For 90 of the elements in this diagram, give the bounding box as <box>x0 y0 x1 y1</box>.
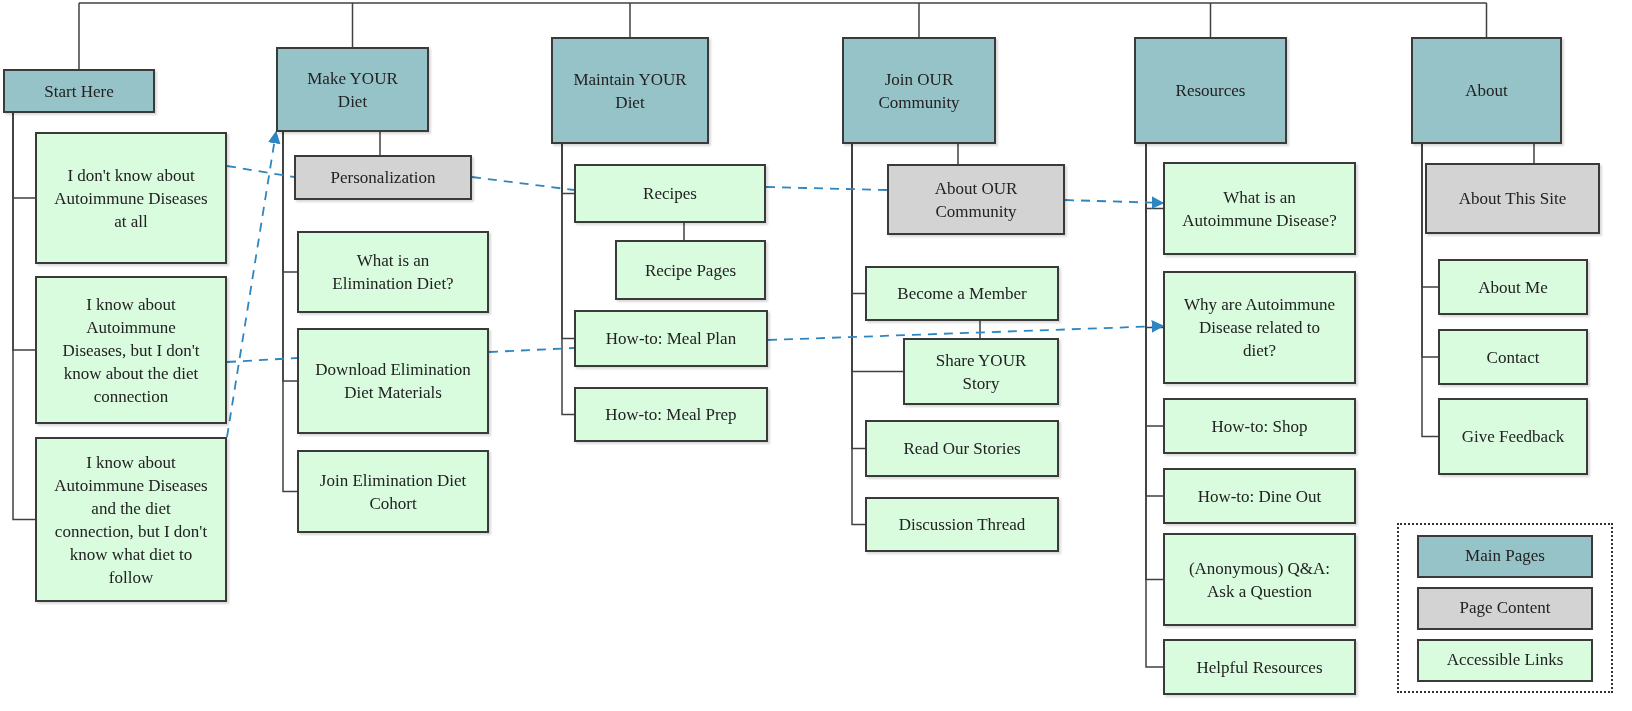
node-label: Discussion Thread <box>898 514 1026 536</box>
node-label: Recipes <box>643 183 697 205</box>
node-label: Personalization <box>330 167 436 189</box>
dashed-line <box>488 347 575 353</box>
node-label: Share YOUR Story <box>934 349 1028 395</box>
node-label: Why are Autoimmune Disease related to diet? <box>1182 294 1337 362</box>
connector-line <box>379 131 381 156</box>
legend-swatch: Page Content <box>1417 586 1593 630</box>
page-content-box <box>887 164 1065 235</box>
legend-swatch: Accessible Links <box>1417 638 1593 682</box>
link-box <box>1163 398 1356 454</box>
connector-line <box>351 2 354 48</box>
connector-line <box>12 112 36 521</box>
node-label: How-to: Dine Out <box>1197 485 1322 508</box>
node-label: Join OUR Community <box>877 68 961 114</box>
main-page-box <box>551 37 709 144</box>
node-label: Contact <box>1486 346 1540 369</box>
link-box <box>574 310 768 367</box>
node-label: What is an Elimination Diet? <box>331 250 455 295</box>
link-box <box>297 231 489 313</box>
link-box <box>1163 271 1356 384</box>
node-label: How-to: Shop <box>1211 415 1308 438</box>
node-label: About OUR Community <box>933 177 1019 223</box>
link-box <box>35 276 227 424</box>
main-page-box <box>276 47 429 132</box>
link-box <box>297 450 489 533</box>
dashed-arrow <box>226 130 281 438</box>
link-box <box>35 437 227 602</box>
dashed-line <box>471 176 575 191</box>
node-label: Maintain YOUR Diet <box>572 68 688 114</box>
node-label: What is an Autoimmune Disease? <box>1181 186 1338 232</box>
node-label: Give Feedback <box>1461 426 1565 448</box>
node-label: Recipe Pages <box>644 259 737 282</box>
link-box <box>865 420 1059 477</box>
page-content-box <box>1425 163 1600 234</box>
main-page-box <box>842 37 996 144</box>
node-label: (Anonymous) Q&A: Ask a Question <box>1187 557 1332 603</box>
main-page-box <box>3 69 155 113</box>
main-page-box <box>1134 37 1287 144</box>
connector-line <box>282 131 298 493</box>
connector-line <box>78 2 80 70</box>
link-box <box>574 387 768 442</box>
link-box <box>35 132 227 264</box>
node-label: How-to: Meal Prep <box>605 404 737 426</box>
legend-swatch: Main Pages <box>1417 534 1593 578</box>
node-label: I know about Autoimmune Diseases and the diet connection, but I don't know what diet to follow <box>53 451 209 589</box>
link-box <box>1438 398 1588 475</box>
connector-line <box>683 222 685 241</box>
node-label: Join Elimination Diet Cohort <box>318 469 468 515</box>
node-label: Make YOUR Diet <box>306 67 399 113</box>
connector-line <box>1533 143 1535 164</box>
dashed-arrow <box>767 320 1165 341</box>
main-page-box <box>1411 37 1562 144</box>
connector-line <box>629 2 631 38</box>
link-box <box>1163 639 1356 695</box>
dashed-line <box>765 186 888 191</box>
dashed-arrow <box>1064 196 1165 209</box>
node-label: I know about Autoimmune Diseases, but I don't know about the diet connection <box>61 293 201 408</box>
connector-line <box>957 143 959 165</box>
link-box <box>865 497 1059 552</box>
node-label: Read Our Stories <box>903 438 1021 460</box>
node-label: Start Here <box>44 80 114 103</box>
connector-line <box>918 2 920 38</box>
connector-line <box>1209 2 1212 38</box>
link-box <box>297 328 489 434</box>
connector-line <box>1421 143 1439 438</box>
page-content-box <box>294 155 472 200</box>
node-label: Resources <box>1175 80 1246 102</box>
link-box <box>865 266 1059 321</box>
connector-line <box>1485 2 1488 38</box>
link-box <box>1438 259 1588 315</box>
node-label: How-to: Meal Plan <box>605 328 737 350</box>
node-label: Download Elimination Diet Materials <box>315 359 471 404</box>
node-label: About Me <box>1478 276 1548 299</box>
link-box <box>1438 329 1588 385</box>
link-box <box>1163 162 1356 255</box>
node-label: Become a Member <box>897 283 1027 305</box>
dashed-line <box>226 357 298 363</box>
node-label: About This Site <box>1458 188 1567 210</box>
connector-line <box>979 320 981 339</box>
dashed-line <box>226 165 295 178</box>
node-label: Helpful Resources <box>1196 656 1323 679</box>
node-label: I don't know about Autoimmune Diseases at all <box>53 164 209 233</box>
link-box <box>1163 533 1356 626</box>
node-label: About <box>1465 80 1508 102</box>
link-box <box>1163 468 1356 524</box>
link-box <box>574 164 766 223</box>
link-box <box>903 338 1059 405</box>
connector-line <box>561 143 575 416</box>
link-box <box>615 240 766 300</box>
